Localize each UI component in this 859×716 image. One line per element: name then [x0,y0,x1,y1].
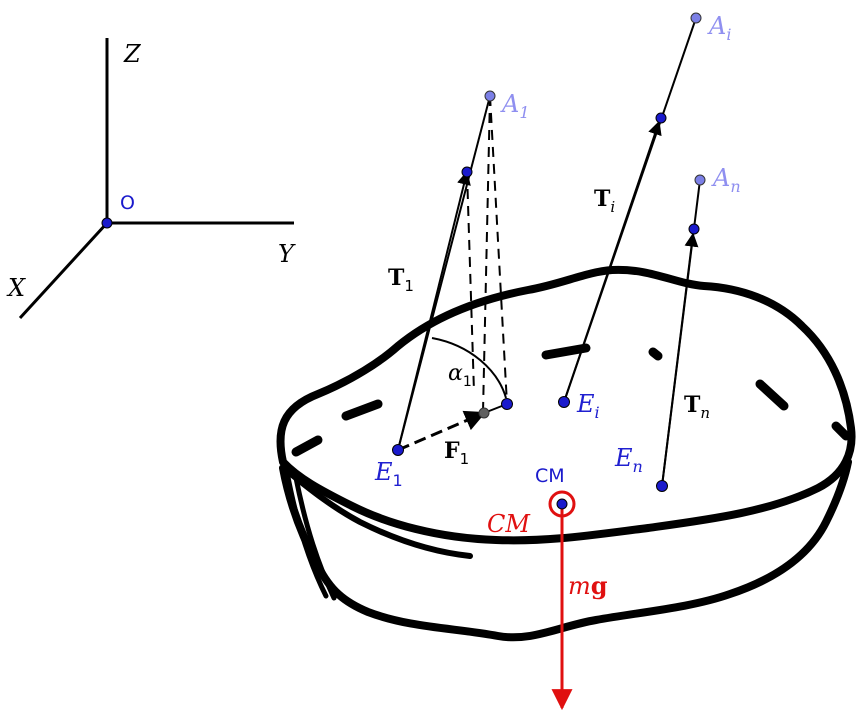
body-left-shading [284,469,337,601]
anchor-point-n [694,174,706,186]
attachment-labels: E1 Ei En [374,390,643,490]
y-axis-label: Y [278,240,296,268]
cm-marker-label: CM [487,510,531,538]
attachment-point-i [558,396,570,408]
body-inner-fold [283,467,473,559]
origin-point [101,217,113,229]
anchor-labels: A1 Ai An [500,12,741,196]
attachment-label-n: En [614,444,643,476]
center-of-mass-point [556,498,568,510]
rim-dash [541,343,591,360]
anchor-point-i [690,12,702,24]
anchor-point-1 [484,90,496,102]
coordinate-axes: Z Y X O [6,38,296,320]
tension-point-1 [461,166,473,178]
force-tip-point [478,407,490,419]
rim-dash [831,421,851,441]
tension-label-1: T1 [388,265,414,295]
angle-arc-1 [431,337,507,399]
rim-dash [291,435,323,457]
anchor-label-i: Ai [707,12,731,44]
tension-label-i: Ti [594,186,615,216]
attachment-point-1 [392,444,404,456]
center-of-mass-marker [548,490,576,518]
tension-arrow-1 [397,170,471,451]
rim-dash [755,379,789,411]
tension-arrow-n [661,232,699,487]
origin-label: O [120,192,135,214]
anchor-label-1: A1 [500,90,530,122]
attachment-label-i: Ei [576,390,600,422]
cm-point-label: CM [535,465,565,487]
attachment-label-1: E1 [374,458,403,490]
x-axis-label: X [6,274,26,302]
tension-arrow-i [563,120,662,403]
tension-labels: T1 Ti Tn [388,186,710,422]
dashed-from-T1 [466,171,475,393]
dashed-projection [482,95,491,413]
projection-point [501,398,513,410]
center-of-mass-group: CM CM mg [487,465,608,711]
anchor-label-n: An [711,164,741,196]
x-axis [18,221,109,320]
tension-label-n: Tn [684,392,710,422]
force-arrow-1 [397,410,486,452]
cable-i [558,12,702,408]
cable-n [656,174,706,492]
rim-dash [341,399,383,421]
rigid-body-outline [276,265,856,642]
z-axis-label: Z [123,40,142,68]
body-bottom [279,458,852,642]
tension-point-n [688,223,700,235]
force-label-1: F1 [444,438,469,468]
cable-1 [392,90,513,456]
gravity-label: mg [568,571,608,600]
angle-label-1: α1 [448,361,472,390]
body-top-rim [276,265,856,545]
rim-dash [648,347,663,361]
attachment-point-n [656,480,668,492]
dashed-vertical [489,95,508,405]
tension-point-i [655,112,667,124]
